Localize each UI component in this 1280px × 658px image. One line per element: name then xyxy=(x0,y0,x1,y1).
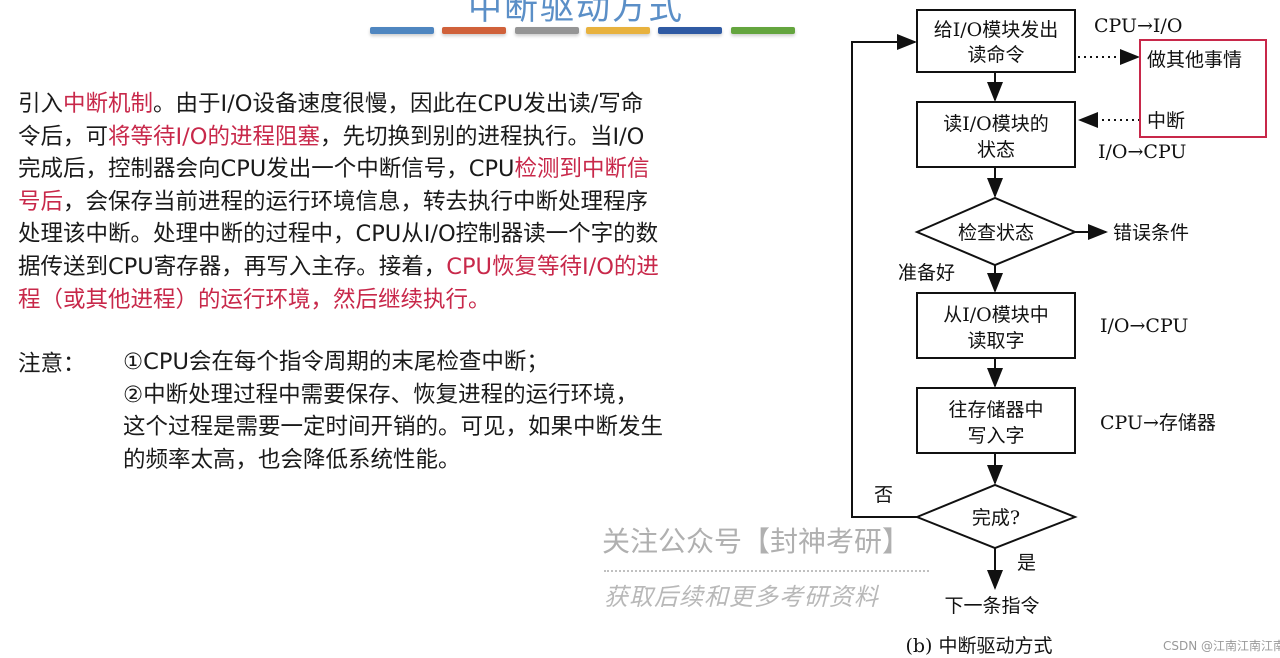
no-label: 否 xyxy=(874,484,893,506)
paragraph-line: 完成后，控制器会向CPU发出一个中断信号，CPU检测到中断信 xyxy=(18,153,778,186)
watermark-line2: 获取后续和更多考研资料 xyxy=(604,583,879,611)
box4-line2: 写入字 xyxy=(967,425,1024,447)
note-label: 注意： xyxy=(18,351,86,377)
figure-caption: (b) 中断驱动方式 xyxy=(905,635,1052,657)
paragraph-text: 完成后，控制器会向CPU发出一个中断信号，CPU xyxy=(18,156,515,183)
ready-label: 准备好 xyxy=(898,262,955,284)
paragraph-line: 据传送到CPU寄存器，再写入主存。接着，CPU恢复等待I/O的进 xyxy=(18,251,778,284)
highlighted-text: 中断机制 xyxy=(63,91,154,117)
watermark-line1: 关注公众号【封神考研】 xyxy=(602,525,911,558)
highlighted-text: CPU恢复等待I/O的进 xyxy=(446,253,659,280)
paragraph-line: 引入中断机制。由于I/O设备速度很慢，因此在CPU发出读/写命 xyxy=(18,88,778,121)
error-label: 错误条件 xyxy=(1113,222,1189,244)
paragraph-text: 令后，可 xyxy=(18,123,109,150)
box2-line1: 读I/O模块的 xyxy=(943,113,1048,135)
accent-bar xyxy=(586,27,650,34)
note-item: ②中断处理过程中需要保存、恢复进程的运行环境， xyxy=(123,381,639,408)
csdn-watermark: CSDN @江南江南江南丶 xyxy=(1163,639,1280,653)
box3-line2: 读取字 xyxy=(967,330,1024,352)
paragraph-text: 据传送到CPU寄存器，再写入主存。接着， xyxy=(18,253,447,280)
accent-bar xyxy=(442,27,506,34)
accent-bar xyxy=(515,27,579,34)
box1-line1: 给I/O模块发出 xyxy=(934,19,1058,41)
highlighted-text: 程（或其他进程）的运行环境，然后继续执行。 xyxy=(18,286,491,313)
paragraph-line: 程（或其他进程）的运行环境，然后继续执行。 xyxy=(18,284,778,317)
annotation-io-to-cpu: I/O→CPU xyxy=(1098,141,1186,163)
watermark-divider xyxy=(604,570,929,572)
side-task-box xyxy=(1139,39,1267,138)
paragraph-line: 处理该中断。处理中断的过程中，CPU从I/O控制器读一个字的数 xyxy=(18,218,778,251)
paragraph-line: 号后，会保存当前进程的运行环境信息，转去执行中断处理程序 xyxy=(18,186,778,219)
box1-line2: 读命令 xyxy=(967,44,1024,66)
note-item: ①CPU会在每个指令周期的末尾检查中断； xyxy=(123,349,549,375)
highlighted-text: 将等待I/O的进程阻塞 xyxy=(108,123,320,150)
annotation-cpu-to-memory: CPU→存储器 xyxy=(1100,412,1216,434)
paragraph-line: 令后，可将等待I/O的进程阻塞，先切换到别的进程执行。当I/O xyxy=(18,121,778,154)
slide-title: 中断驱动方式 xyxy=(468,0,684,28)
note-item: 的频率太高，也会降低系统性能。 xyxy=(123,446,461,473)
diamond-done xyxy=(914,483,1078,550)
paragraph-text: ，会保存当前进程的运行环境信息，转去执行中断处理程序 xyxy=(63,188,649,215)
annotation-cpu-to-io: CPU→I/O xyxy=(1094,15,1182,37)
accent-bar xyxy=(658,27,722,34)
highlighted-text: 号后 xyxy=(18,188,64,215)
paragraph-text: 引入 xyxy=(18,91,64,117)
diamond2-label: 完成? xyxy=(972,507,1020,529)
highlighted-text: 检测到中断信 xyxy=(514,156,650,183)
side-box-line1: 做其他事情 xyxy=(1147,49,1242,71)
diamond1-label: 检查状态 xyxy=(958,222,1034,244)
yes-label: 是 xyxy=(1017,552,1036,574)
annotation-io-to-cpu-2: I/O→CPU xyxy=(1100,315,1188,337)
side-box-line2: 中断 xyxy=(1147,110,1185,132)
note-item: 这个过程是需要一定时间开销的。可见，如果中断发生 xyxy=(123,414,664,441)
note-list: ①CPU会在每个指令周期的末尾检查中断； ②中断处理过程中需要保存、恢复进程的运… xyxy=(123,346,663,476)
paragraph-text: ，先切换到别的进程执行。当I/O xyxy=(319,123,645,150)
main-paragraph: 引入中断机制。由于I/O设备速度很慢，因此在CPU发出读/写命令后，可将等待I/… xyxy=(18,88,778,316)
box2-line2: 状态 xyxy=(977,139,1015,161)
box4-line1: 往存储器中 xyxy=(948,399,1043,421)
end-label: 下一条指令 xyxy=(944,595,1039,617)
accent-bar xyxy=(731,27,795,34)
paragraph-text: 。由于I/O设备速度很慢，因此在CPU发出读/写命 xyxy=(153,91,644,117)
box3-line1: 从I/O模块中 xyxy=(943,304,1048,326)
accent-bar xyxy=(370,27,434,34)
paragraph-text: 处理该中断。处理中断的过程中，CPU从I/O控制器读一个字的数 xyxy=(18,221,659,248)
